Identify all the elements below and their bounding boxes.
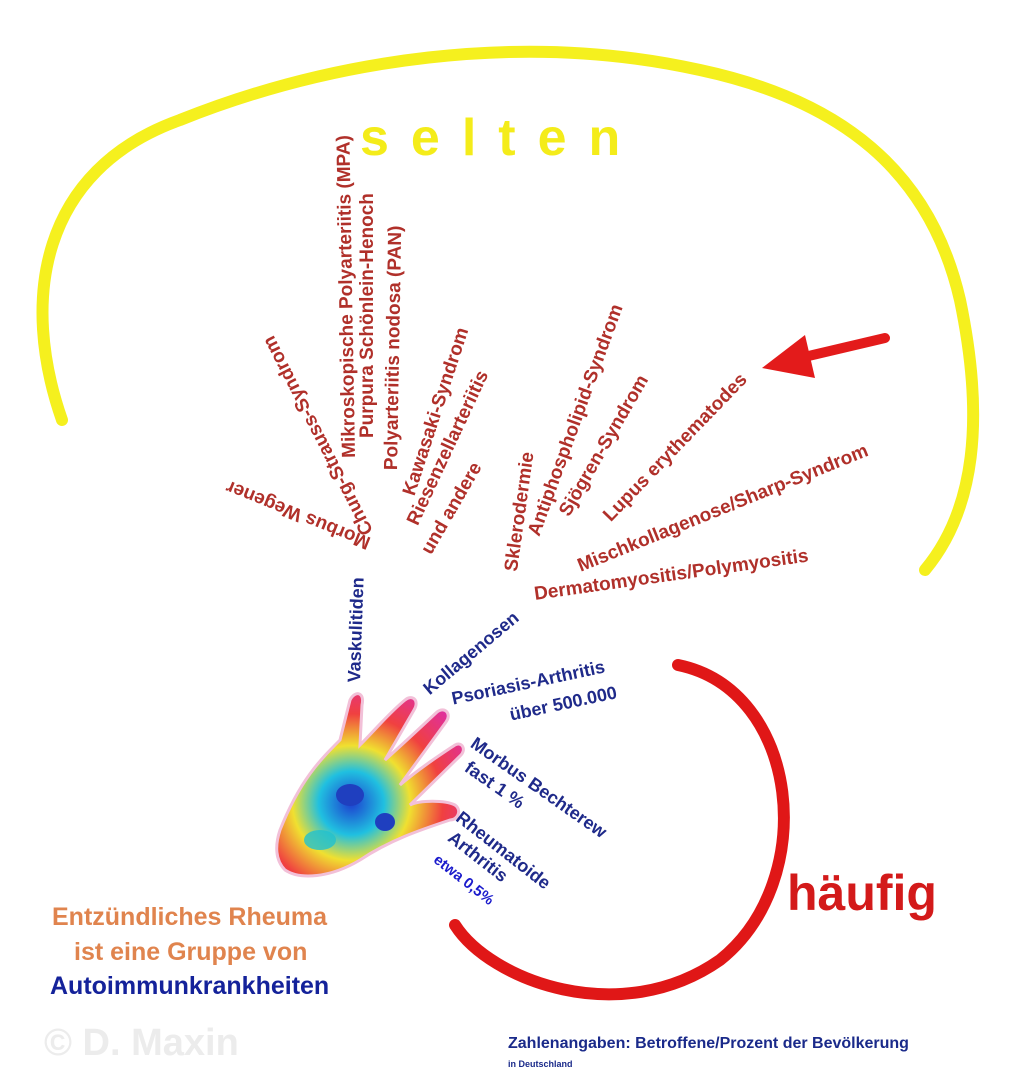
rare-arc: [36, 45, 980, 576]
footer-note: Zahlenangaben: Betroffene/Prozent der Be…: [508, 1035, 909, 1052]
arrow-icon: [762, 333, 890, 378]
rare-label: selten: [360, 109, 643, 167]
thermal-hand-icon: [275, 692, 465, 878]
vasculitis-item-5: Polyarteriitis nodosa (PAN): [381, 225, 407, 471]
copyright-watermark: © D. Maxin: [44, 1022, 239, 1064]
caption-line3: Autoimmunkrankheiten: [50, 972, 330, 1000]
common-arc: [449, 659, 790, 1001]
branch-vasculitides: Vaskulitiden: [344, 576, 368, 683]
caption-line1: Entzündliches Rheuma: [52, 903, 328, 931]
vasculitis-item-4: Purpura Schönlein-Henoch: [357, 193, 378, 438]
common-label: häufig: [787, 865, 937, 921]
footer-subnote: in Deutschland: [508, 1059, 573, 1069]
caption-line2: ist eine Gruppe von: [74, 938, 308, 966]
